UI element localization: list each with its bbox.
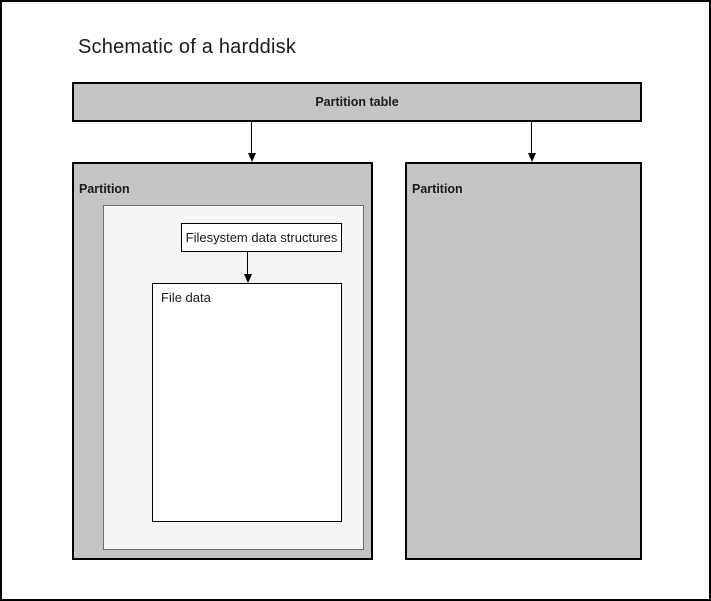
arrow-head bbox=[247, 153, 256, 162]
arrow-shaft bbox=[250, 122, 253, 153]
arrow-head bbox=[243, 274, 252, 283]
file-data-box: File data bbox=[152, 283, 342, 522]
partition-table-label: Partition table bbox=[315, 95, 399, 109]
diagram-title: Schematic of a harddisk bbox=[78, 36, 297, 58]
partition-box-right: Partition bbox=[405, 162, 642, 560]
arrow-down-icon bbox=[247, 122, 256, 162]
partition-label: Partition bbox=[79, 182, 130, 196]
arrow-head bbox=[527, 153, 536, 162]
arrow-down-icon bbox=[243, 252, 252, 283]
partition-label: Partition bbox=[412, 182, 463, 196]
arrow-shaft bbox=[530, 122, 533, 153]
arrow-shaft bbox=[246, 252, 249, 274]
arrow-down-icon bbox=[527, 122, 536, 162]
partition-table-box: Partition table bbox=[72, 82, 642, 122]
partition-box-left: Partition Filesystem data structures Fil… bbox=[72, 162, 373, 560]
filesystem-container: Filesystem data structures File data bbox=[103, 205, 364, 550]
filesystem-data-structures-box: Filesystem data structures bbox=[181, 223, 342, 252]
